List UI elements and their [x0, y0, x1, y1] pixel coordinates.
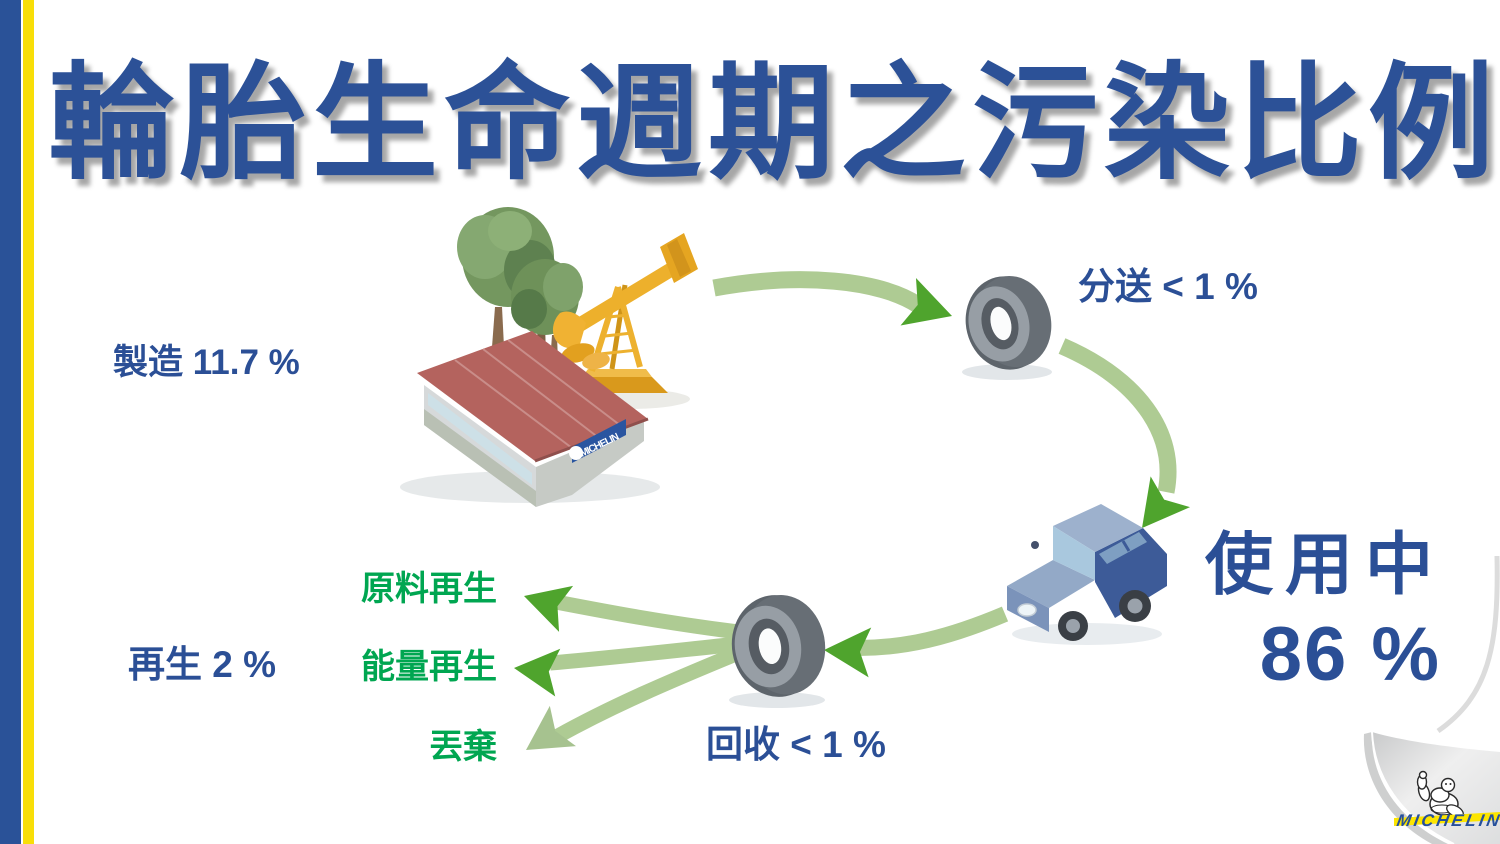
label-recycling: 回收 < 1 % — [706, 724, 886, 765]
arrow-recycle-to-energy — [514, 636, 739, 697]
page-title: 輪胎生命週期之污染比例 — [48, 53, 1500, 194]
label-manufacturing: 製造 11.7 % — [113, 343, 300, 382]
factory-icon: MICHELIN — [400, 207, 698, 507]
tire-recycle-icon — [729, 595, 826, 708]
michelin-man-icon — [1416, 770, 1464, 818]
arrow-use-to-recycle — [824, 606, 1009, 678]
factory-banner — [572, 419, 626, 463]
label-in-use: 使用中 86 % — [1205, 528, 1445, 696]
michelin-logo-text: MICHELIN — [1395, 810, 1500, 830]
arrow-recycle-to-discard — [526, 647, 739, 750]
tire-distribution-icon — [962, 275, 1052, 380]
label-distribution: 分送 < 1 % — [1078, 266, 1258, 307]
car-icon — [1007, 504, 1167, 645]
arrow-distribution-to-use — [1058, 338, 1191, 528]
car-headlight — [1017, 603, 1037, 617]
factory-building-icon: MICHELIN — [417, 331, 649, 507]
factory-michelin-man-icon — [569, 446, 583, 460]
label-material-regen: 原料再生 — [361, 570, 497, 608]
label-in-use-value: 86 % — [1259, 611, 1441, 697]
arrow-factory-to-distribution — [712, 271, 952, 326]
page-curl: MICHELIN — [1363, 731, 1500, 844]
oil-pumpjack-icon — [552, 233, 698, 393]
label-in-use-text: 使用中 — [1204, 527, 1445, 603]
page-edge-curve — [1436, 555, 1500, 734]
left-edge-yellow-stripe — [23, 0, 34, 844]
michelin-logo-underline — [1394, 812, 1500, 826]
label-discard: 丟棄 — [429, 728, 497, 766]
label-regeneration: 再生 2 % — [128, 644, 277, 685]
left-edge-blue-stripe — [0, 0, 21, 844]
arrow-recycle-to-material — [524, 585, 739, 640]
label-energy-regen: 能量再生 — [361, 648, 497, 686]
